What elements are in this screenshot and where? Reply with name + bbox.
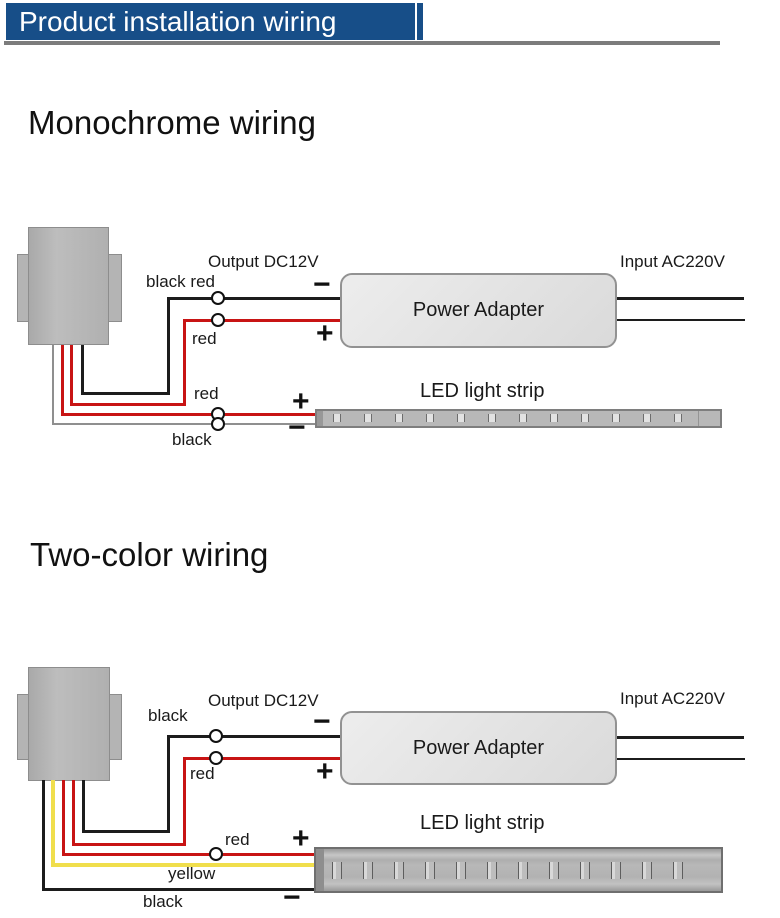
- led-strip-label: LED light strip: [420, 812, 545, 834]
- wire-label-red: red: [225, 830, 250, 849]
- led-strip: [315, 409, 722, 428]
- wire-label-black: black: [148, 706, 188, 725]
- black-wire-segment: [82, 780, 85, 833]
- red-wire-segment: [183, 757, 340, 760]
- plus-sign: +: [292, 385, 310, 418]
- ac-line: [617, 758, 745, 760]
- wire-connector: [211, 417, 225, 431]
- red-wire-segment: [183, 319, 186, 406]
- device-tab-right: [107, 254, 122, 322]
- header-accent-bar: [417, 3, 423, 40]
- wire-connector: [209, 751, 223, 765]
- wire-connector: [209, 729, 223, 743]
- red-wire-segment: [61, 345, 64, 416]
- red-wire-segment: [62, 780, 65, 856]
- header-underline: [4, 41, 720, 45]
- wire-label-black-red: black red: [146, 272, 215, 291]
- power-adapter-label: Power Adapter: [412, 299, 545, 321]
- output-label: Output DC12V: [208, 691, 319, 710]
- wire-label-yellow: yellow: [168, 864, 216, 883]
- wire-connector: [211, 291, 225, 305]
- yellow-wire-segment: [51, 863, 315, 867]
- ac-line: [617, 297, 744, 300]
- mono-section-heading: Monochrome wiring: [28, 104, 316, 141]
- page-title: Product installation wiring: [19, 5, 337, 37]
- red-wire-segment: [70, 403, 186, 406]
- led-strip-label: LED light strip: [420, 380, 545, 402]
- plus-sign: +: [316, 317, 334, 350]
- black-wire-segment: [167, 735, 170, 833]
- wire-label-black: black: [143, 892, 183, 911]
- ac-line: [617, 319, 745, 321]
- red-wire-segment: [183, 319, 340, 322]
- black-wire-segment: [81, 345, 84, 395]
- black-wire-segment: [42, 888, 315, 891]
- black-wire-segment: [52, 423, 315, 425]
- wire-connector: [211, 313, 225, 327]
- plus-sign: +: [292, 822, 310, 855]
- wire-label-red: red: [194, 384, 219, 403]
- minus-sign: −: [283, 881, 301, 914]
- strip-end-cap: [316, 849, 324, 891]
- power-adapter-label: Power Adapter: [412, 736, 545, 759]
- black-wire-segment: [167, 735, 340, 738]
- plus-sign: +: [316, 755, 334, 788]
- black-wire-segment: [82, 830, 170, 833]
- power-adapter: Power Adapter: [340, 273, 617, 348]
- power-adapter: Power Adapter: [340, 711, 617, 785]
- red-wire-segment: [70, 345, 73, 406]
- red-wire-segment: [72, 843, 186, 846]
- minus-sign: −: [313, 705, 331, 738]
- wire-label-red: red: [190, 764, 215, 783]
- led-chips: [333, 414, 699, 422]
- led-chips: [332, 862, 704, 879]
- strip-end-cap: [317, 411, 323, 426]
- red-wire-segment: [61, 413, 315, 416]
- two-section-heading: Two-color wiring: [30, 536, 269, 573]
- input-label: Input AC220V: [620, 252, 725, 271]
- yellow-wire-segment: [51, 780, 55, 867]
- output-label: Output DC12V: [208, 252, 319, 271]
- minus-sign: −: [288, 411, 306, 444]
- black-wire-segment: [52, 345, 54, 425]
- input-label: Input AC220V: [620, 689, 725, 708]
- minus-sign: −: [313, 268, 331, 301]
- black-wire-segment: [42, 780, 45, 891]
- header-bar: Product installation wiring: [6, 3, 415, 40]
- wire-connector: [209, 847, 223, 861]
- strip-divider: [698, 411, 699, 426]
- wire-label-red: red: [192, 329, 217, 348]
- red-wire-segment: [62, 853, 315, 856]
- black-wire-segment: [81, 392, 170, 395]
- ac-line: [617, 736, 744, 739]
- device-box: [28, 227, 109, 345]
- led-strip: [314, 847, 723, 893]
- wire-label-black: black: [172, 430, 212, 449]
- black-wire-segment: [167, 297, 170, 395]
- device-box: [28, 667, 110, 781]
- red-wire-segment: [183, 757, 186, 846]
- red-wire-segment: [72, 780, 75, 846]
- black-wire-segment: [167, 297, 340, 300]
